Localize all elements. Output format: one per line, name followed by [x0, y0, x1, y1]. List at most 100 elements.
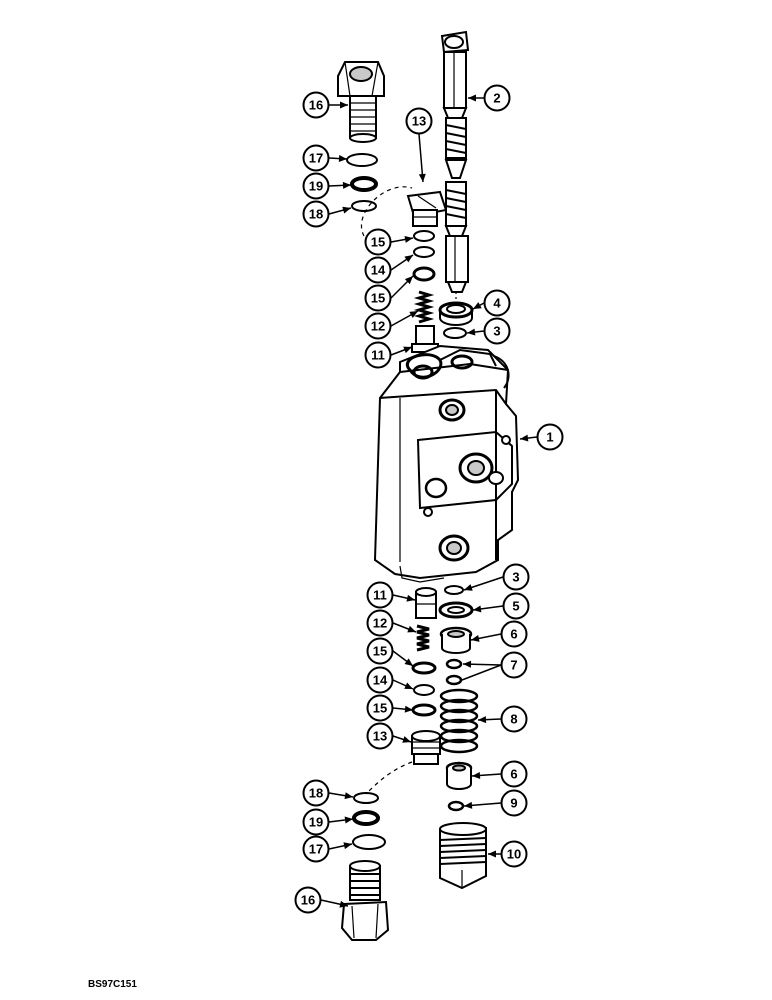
- callout-18: 18: [302, 200, 352, 228]
- callout-label: 18: [309, 207, 323, 222]
- callout-label: 15: [371, 235, 385, 250]
- arrowhead-icon: [467, 328, 476, 336]
- callout-12: 12: [364, 310, 419, 340]
- part-15-ring-lower-b: [411, 703, 437, 717]
- callout-6: 6: [471, 760, 528, 788]
- callout-balloon: [366, 609, 394, 637]
- drawing-code: BS97C151: [88, 979, 137, 990]
- callout-label: 12: [373, 616, 387, 631]
- arrowhead-icon: [463, 660, 472, 668]
- callout-2: 2: [468, 84, 511, 112]
- callout-label: 18: [309, 786, 323, 801]
- arrowhead-icon: [478, 716, 487, 724]
- callout-balloon: [500, 840, 528, 868]
- callout-balloon: [405, 107, 433, 135]
- part-3-ring-bottom: [444, 585, 464, 595]
- part-14-ring-lower: [413, 684, 435, 696]
- callout-balloon: [366, 666, 394, 694]
- callout-12: 12: [366, 609, 417, 637]
- callout-balloon: [294, 886, 322, 914]
- arrowhead-icon: [344, 816, 353, 824]
- arrowhead-icon: [404, 235, 413, 243]
- part-17-ring-bottom: [352, 834, 386, 850]
- callout-label: 2: [493, 91, 500, 106]
- callout-3: 3: [466, 317, 511, 345]
- callout-balloon: [500, 620, 528, 648]
- arrowhead-icon: [520, 434, 529, 442]
- callout-balloon: [483, 289, 511, 317]
- callout-balloon: [483, 84, 511, 112]
- part-6-retainer-lower: [445, 761, 473, 790]
- part-15-ring-lower-a: [411, 661, 437, 675]
- callout-label: 10: [507, 847, 521, 862]
- callout-balloon: [366, 722, 394, 750]
- callout-label: 6: [510, 627, 517, 642]
- callout-label: 9: [510, 796, 517, 811]
- callout-label: 13: [373, 729, 387, 744]
- callout-15: 15: [366, 694, 414, 722]
- callout-label: 1: [546, 430, 553, 445]
- part-15-ring-upper-b: [412, 266, 436, 282]
- callout-label: 12: [371, 319, 385, 334]
- arrowhead-icon: [403, 346, 412, 354]
- arrowhead-icon: [402, 736, 411, 743]
- part-16-top-plug: [337, 61, 385, 143]
- callout-9: 9: [463, 789, 528, 817]
- callout-13: 13: [366, 722, 412, 750]
- arrowhead-icon: [471, 634, 480, 642]
- callout-19: 19: [302, 808, 354, 836]
- part-8-spring: [439, 688, 479, 754]
- callout-label: 16: [301, 893, 315, 908]
- callout-balloon: [366, 637, 394, 665]
- callout-balloon: [364, 284, 392, 312]
- callout-balloon: [302, 144, 330, 172]
- callout-balloon: [364, 312, 392, 340]
- callout-5: 5: [472, 592, 530, 620]
- callout-balloon: [302, 808, 330, 836]
- callout-label: 3: [512, 570, 519, 585]
- arrowhead-icon: [404, 276, 413, 285]
- arrowhead-icon: [488, 850, 496, 858]
- callout-label: 14: [371, 263, 386, 278]
- part-14-ring-upper: [413, 246, 435, 258]
- callout-17: 17: [302, 144, 348, 172]
- arrowhead-icon: [406, 594, 415, 602]
- callout-label: 8: [510, 712, 517, 727]
- part-12-spring-top: [413, 290, 435, 324]
- leader-line-7b: [461, 664, 502, 681]
- callout-balloon: [502, 592, 530, 620]
- part-12-spring-bottom: [416, 624, 430, 652]
- callout-19: 19: [302, 172, 352, 200]
- callout-balloon: [536, 423, 564, 451]
- callout-label: 7: [510, 658, 517, 673]
- callout-label: 5: [512, 599, 519, 614]
- callout-label: 14: [373, 673, 388, 688]
- callout-label: 6: [510, 767, 517, 782]
- arrowhead-icon: [404, 682, 413, 689]
- part-7-washer-b: [445, 674, 463, 686]
- arrowhead-icon: [464, 801, 473, 809]
- arrowhead-icon: [407, 625, 416, 633]
- callout-balloon: [500, 651, 528, 679]
- part-13-bottom: [411, 730, 441, 765]
- dashed-lead-13-bottom: [365, 761, 413, 795]
- callout-label: 13: [412, 114, 426, 129]
- callout-label: 11: [373, 588, 387, 603]
- callout-10: 10: [488, 840, 528, 868]
- part-16-bottom-plug: [340, 860, 390, 941]
- callout-balloon: [302, 200, 330, 228]
- callout-16: 16: [302, 91, 348, 119]
- part-7-washer-a: [445, 658, 463, 670]
- callout-label: 17: [309, 842, 323, 857]
- part-3-ring-top: [443, 327, 467, 339]
- arrowhead-icon: [468, 94, 476, 102]
- callout-8: 8: [477, 705, 528, 733]
- callout-balloon: [500, 760, 528, 788]
- part-9-washer: [447, 800, 465, 812]
- callout-label: 17: [309, 151, 323, 166]
- part-18-ring-top: [351, 200, 377, 212]
- part-13-top: [406, 190, 448, 227]
- callout-balloon: [366, 694, 394, 722]
